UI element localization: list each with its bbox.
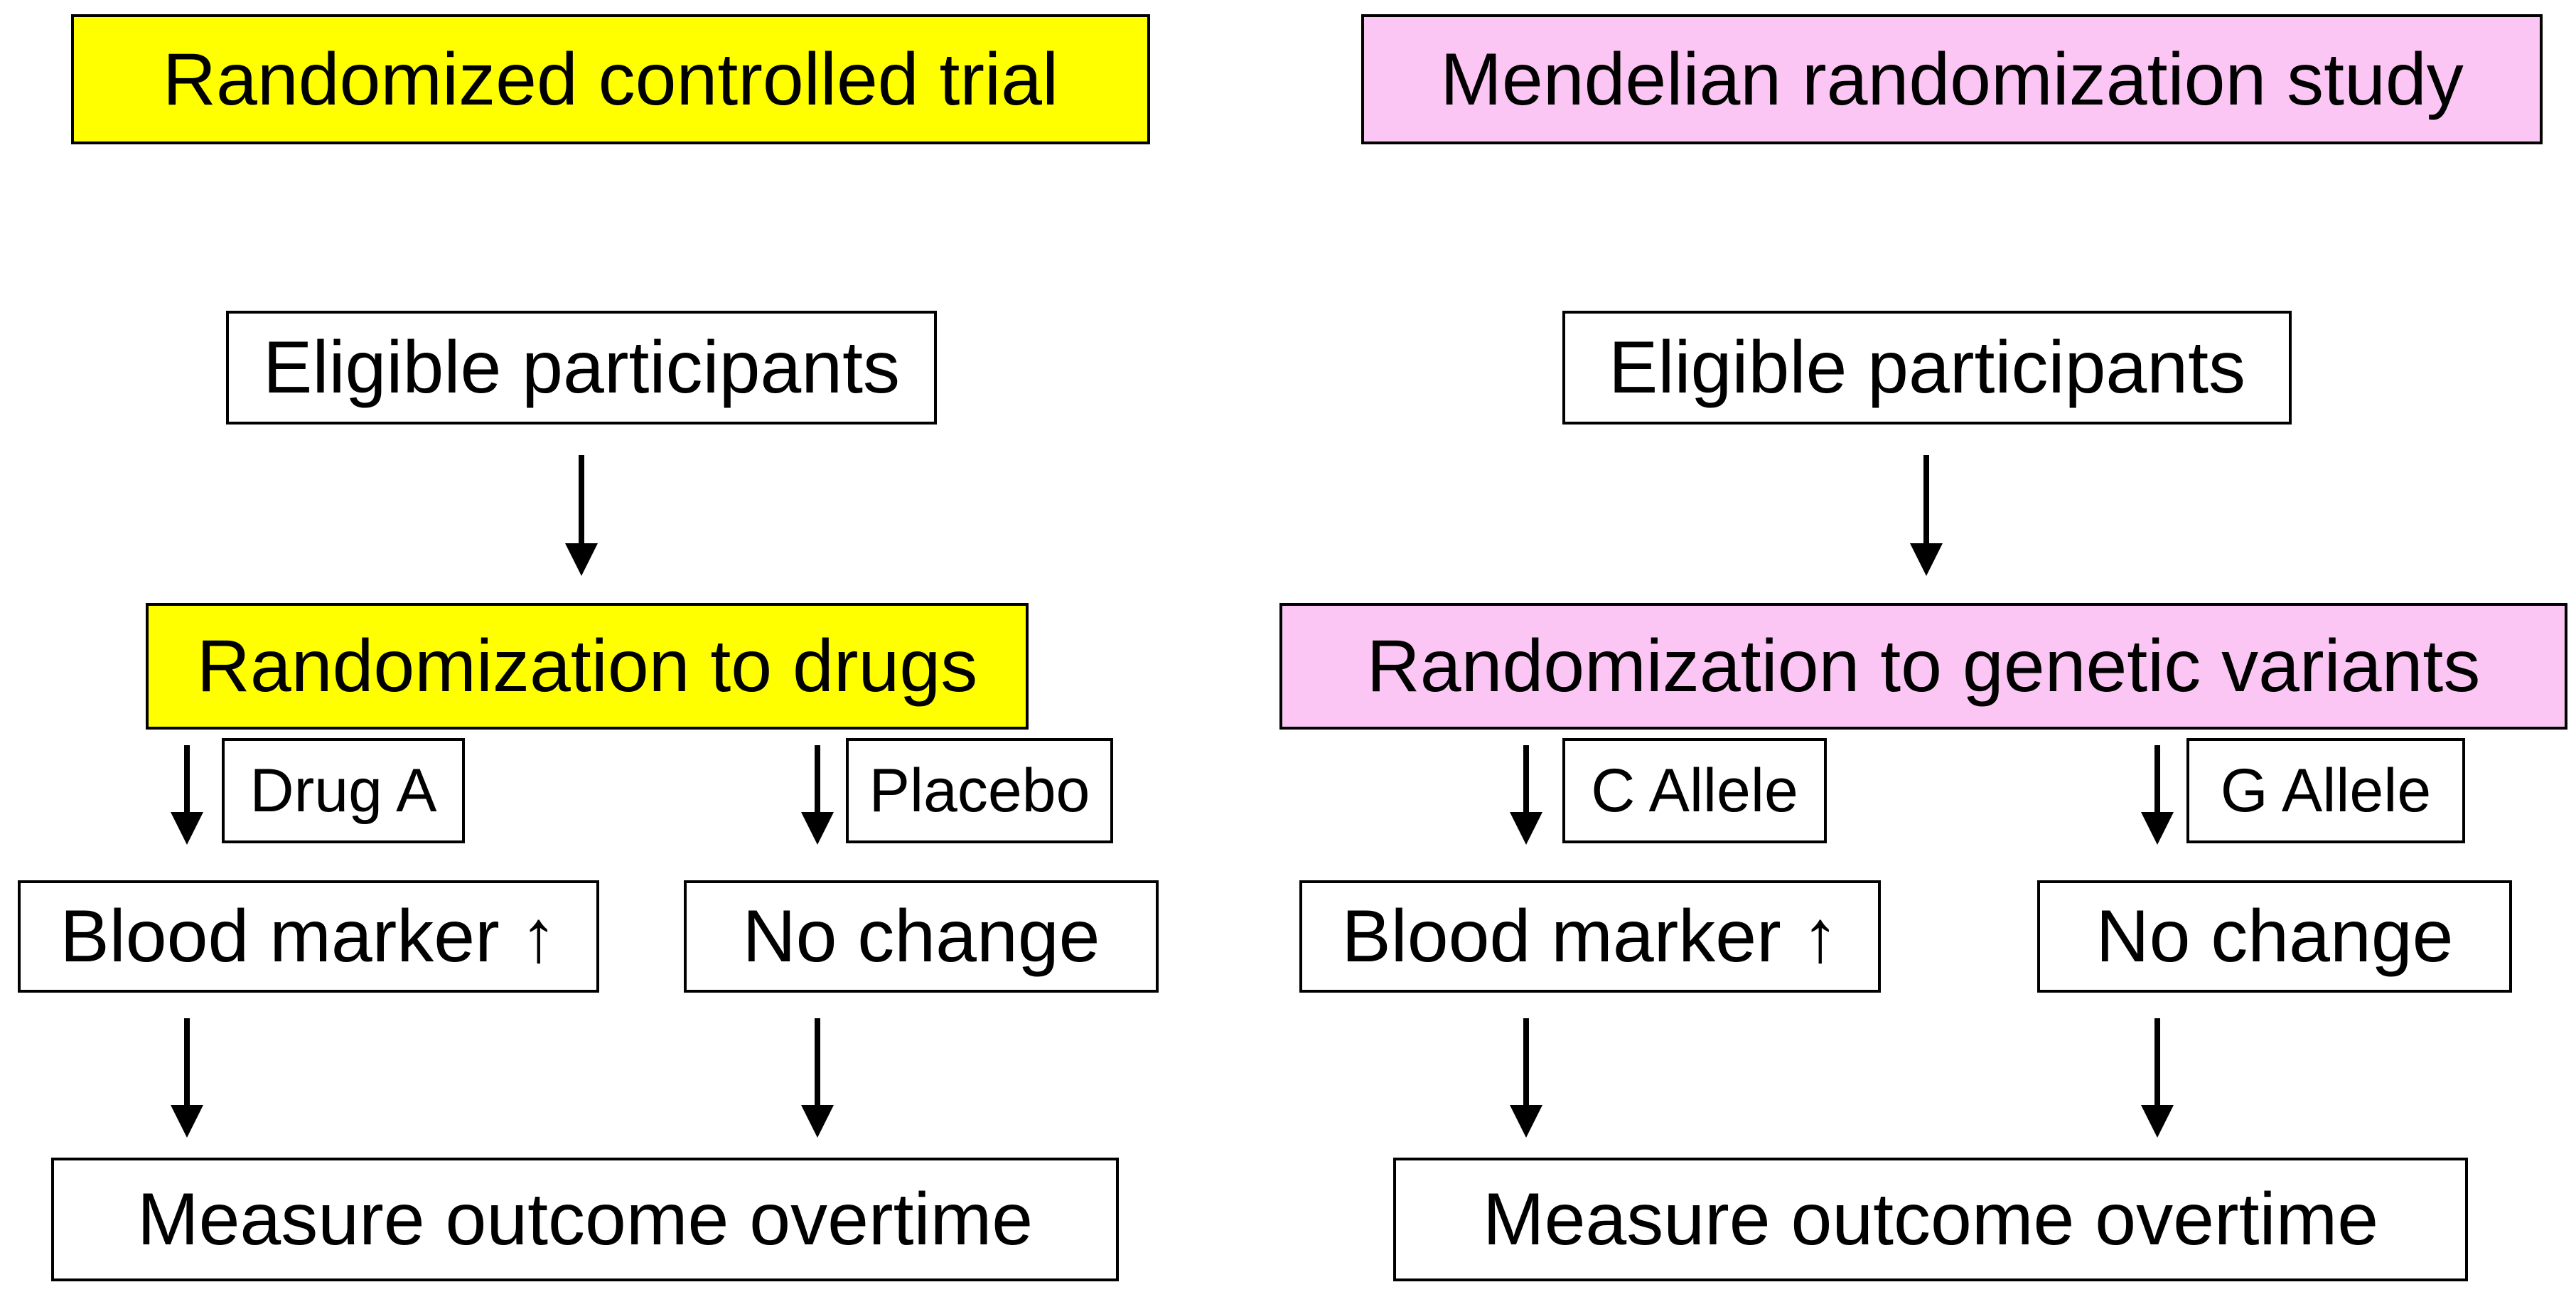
rct-randomization-box: Randomization to drugs [146,603,1029,730]
rct-title-box: Randomized controlled trial [71,14,1150,144]
down-arrow-icon [1910,455,1943,576]
mr-c-allele-box: C Allele [1562,738,1827,843]
mr-randomization-box: Randomization to genetic variants [1279,603,2567,730]
down-arrow-icon [1510,745,1542,845]
rct-no-change-box: No change [684,880,1159,993]
mr-measure-outcome-box: Measure outcome overtime [1393,1158,2468,1281]
mr-no-change-box: No change [2037,880,2512,993]
rct-drug-a-box: Drug A [222,738,465,843]
mr-title-box: Mendelian randomization study [1361,14,2543,144]
down-arrow-icon [171,745,203,845]
down-arrow-icon [801,1018,834,1138]
mr-g-allele-box: G Allele [2186,738,2465,843]
down-arrow-icon [171,1018,203,1138]
down-arrow-icon [565,455,598,576]
down-arrow-icon [1510,1018,1542,1138]
rct-eligible-participants-box: Eligible participants [226,311,937,425]
down-arrow-icon [2141,1018,2174,1138]
rct-placebo-box: Placebo [846,738,1113,843]
down-arrow-icon [2141,745,2174,845]
rct-measure-outcome-box: Measure outcome overtime [51,1158,1119,1281]
mr-eligible-participants-box: Eligible participants [1562,311,2292,425]
mr-blood-marker-box: Blood marker ↑ [1299,880,1881,993]
rct-blood-marker-box: Blood marker ↑ [18,880,599,993]
down-arrow-icon [801,745,834,845]
